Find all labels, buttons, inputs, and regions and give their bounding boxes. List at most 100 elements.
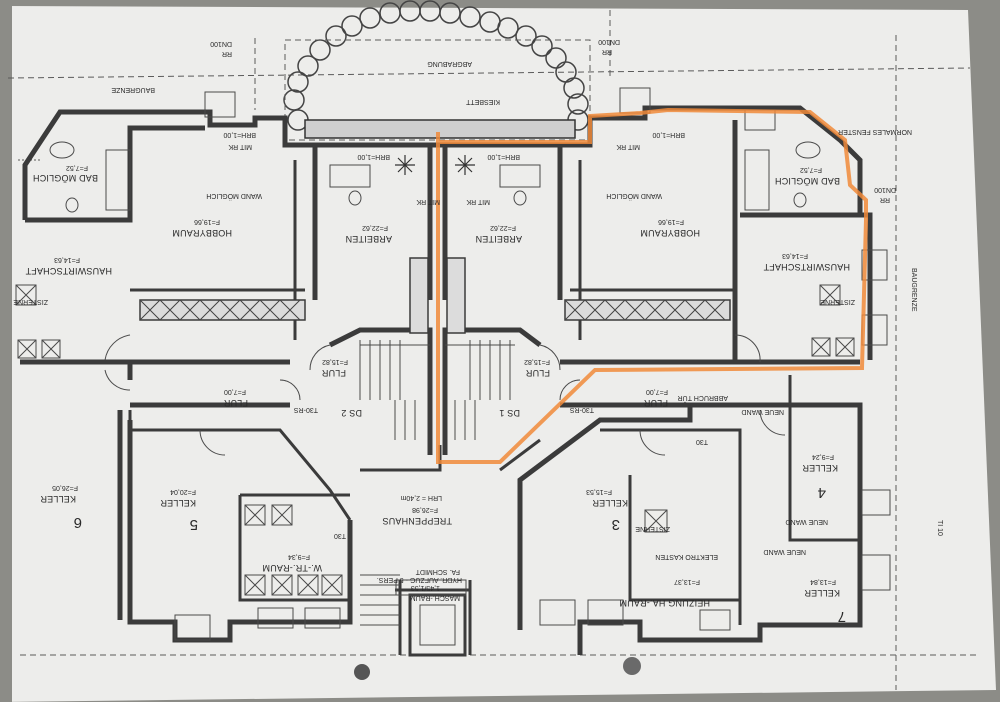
svg-text:DS 2: DS 2 (341, 408, 362, 418)
svg-text:F=19,66: F=19,66 (658, 218, 684, 225)
svg-text:F=9,34: F=9,34 (288, 553, 310, 560)
svg-text:F=15,53: F=15,53 (586, 488, 612, 495)
room-heizung: HEIZUNG HA.-RAUM (619, 598, 710, 608)
svg-text:F=22,62: F=22,62 (362, 224, 388, 231)
storage-strip-left (139, 299, 306, 321)
svg-text:F=26,98: F=26,98 (412, 506, 438, 513)
label-abgrabung: ABGRABUNG (427, 60, 472, 67)
room-keller5: KELLER (160, 498, 196, 508)
svg-text:F=14,63: F=14,63 (54, 256, 80, 263)
ventilator-icon (395, 155, 475, 175)
svg-text:BRH=1,00: BRH=1,00 (223, 131, 256, 138)
svg-text:F=7,00: F=7,00 (224, 388, 246, 395)
svg-text:BRH=1,00: BRH=1,00 (652, 131, 685, 138)
svg-text:F=7,52: F=7,52 (66, 164, 88, 171)
svg-text:7: 7 (838, 608, 846, 625)
svg-text:ZISTERNE: ZISTERNE (635, 525, 670, 532)
svg-text:5: 5 (190, 516, 198, 533)
room-keller4: KELLER (802, 463, 838, 473)
svg-text:MIT RK: MIT RK (616, 143, 640, 150)
labels: DN100 RR DN100 RR ABGRABUNG KIESBETT BAU… (13, 38, 943, 625)
stairs-bottom (360, 574, 400, 626)
label-rr-right: RR (602, 48, 612, 55)
svg-text:ZISTERNE: ZISTERNE (820, 298, 855, 305)
room-hobby-left: HOBBYRAUM (172, 228, 232, 238)
room-bad-left: BAD MÖGLICH (33, 173, 98, 183)
svg-text:F=19,66: F=19,66 (194, 218, 220, 225)
svg-text:NEUE WAND: NEUE WAND (763, 548, 806, 555)
svg-text:4: 4 (818, 484, 826, 501)
svg-text:F=7,00: F=7,00 (646, 388, 668, 395)
svg-text:F=7,52: F=7,52 (800, 166, 822, 173)
room-arbeiten-right: ARBEITEN (475, 234, 522, 244)
outer-wall-top (22, 105, 873, 360)
stairs-right (445, 340, 515, 440)
svg-text:NEUE WAND: NEUE WAND (785, 518, 828, 525)
svg-text:F=22,62: F=22,62 (490, 224, 516, 231)
svg-text:F=9,24: F=9,24 (812, 453, 834, 460)
room-hws-left: HAUSWIRTSCHAFT (25, 266, 112, 276)
room-flur-r2: FLUR (643, 398, 668, 408)
svg-text:T30: T30 (696, 438, 708, 445)
room-treppenhaus: TREPPENHAUS (382, 516, 452, 526)
svg-text:ELEKTRO KASTEN: ELEKTRO KASTEN (655, 553, 718, 560)
svg-text:NEUE WAND: NEUE WAND (741, 408, 784, 415)
room-flur-l1: FLUR (321, 368, 346, 378)
stairs-left (359, 340, 430, 440)
x-boxes (15, 284, 855, 596)
room-keller3: KELLER (592, 498, 628, 508)
room-hobby-right: HOBBYRAUM (640, 228, 700, 238)
svg-text:MIT RK: MIT RK (416, 198, 440, 205)
svg-text:F=20,04: F=20,04 (170, 488, 196, 495)
svg-text:3: 3 (612, 516, 620, 533)
svg-text:F=15,82: F=15,82 (524, 358, 550, 365)
svg-text:HYDR. AUFZUG - 5 PERS.: HYDR. AUFZUG - 5 PERS. (377, 576, 462, 583)
svg-text:FA. SCHMIDT: FA. SCHMIDT (415, 568, 460, 575)
unit-boundary (436, 107, 868, 464)
label-baugrenze-right: BAUGRENZE (910, 268, 917, 312)
room-keller6: KELLER (40, 494, 76, 504)
svg-text:WAND MÖGLICH: WAND MÖGLICH (606, 192, 662, 200)
room-arbeiten-left: ARBEITEN (345, 234, 392, 244)
label-dn-far-right: DN100 (874, 186, 896, 193)
svg-text:F=14,63: F=14,63 (782, 252, 808, 259)
svg-text:LRH = 2,40m: LRH = 2,40m (400, 494, 442, 501)
svg-text:ABBRUCH TÜR: ABBRUCH TÜR (678, 394, 728, 402)
room-flur-r1: FLUR (525, 368, 550, 378)
label-rr-far-right: RR (880, 196, 890, 203)
label-baugrenze-top: BAUGRENZE (111, 86, 155, 93)
svg-text:F=26,05: F=26,05 (52, 484, 78, 491)
svg-text:F=13,37: F=13,37 (674, 578, 700, 585)
label-rr-left: RR (222, 50, 232, 57)
svg-text:BRH=1,00: BRH=1,00 (357, 153, 390, 160)
paper (0, 6, 996, 702)
room-keller7: KELLER (804, 588, 840, 598)
svg-text:F=13,84: F=13,84 (810, 578, 836, 585)
punch-hole (354, 664, 370, 680)
room-hws-right: HAUSWIRTSCHAFT (763, 262, 850, 272)
svg-text:MASCH.-RAUM: MASCH.-RAUM (410, 594, 460, 601)
svg-text:F=15,82: F=15,82 (322, 358, 348, 365)
label-normales: NORMALES FENSTER (838, 128, 912, 135)
svg-text:T30-RS: T30-RS (570, 406, 594, 413)
hedge (283, 0, 589, 131)
svg-text:WAND MÖGLICH: WAND MÖGLICH (206, 192, 262, 200)
label-dn-left: DN100 (210, 40, 232, 47)
svg-text:1,45/1,53: 1,45/1,53 (411, 584, 440, 591)
svg-text:DS 1: DS 1 (499, 408, 520, 418)
room-wtr: W.-TR.-RAUM (262, 563, 322, 573)
label-ti: TI 10 (936, 520, 943, 536)
svg-text:MIT RK: MIT RK (466, 198, 490, 205)
room-flur-l2: FLUR (223, 398, 248, 408)
storage-strip-right (564, 299, 731, 321)
label-kiesbett: KIESBETT (465, 98, 500, 105)
label-dn-right: DN100 (598, 38, 620, 45)
svg-text:6: 6 (74, 514, 82, 531)
svg-text:T30-RS: T30-RS (294, 406, 318, 413)
svg-text:T30: T30 (334, 532, 346, 539)
svg-text:MIT RK: MIT RK (228, 143, 252, 150)
punch-hole (623, 657, 641, 675)
svg-text:BRH=1,00: BRH=1,00 (487, 153, 520, 160)
svg-text:ZISTERNE: ZISTERNE (13, 298, 48, 305)
